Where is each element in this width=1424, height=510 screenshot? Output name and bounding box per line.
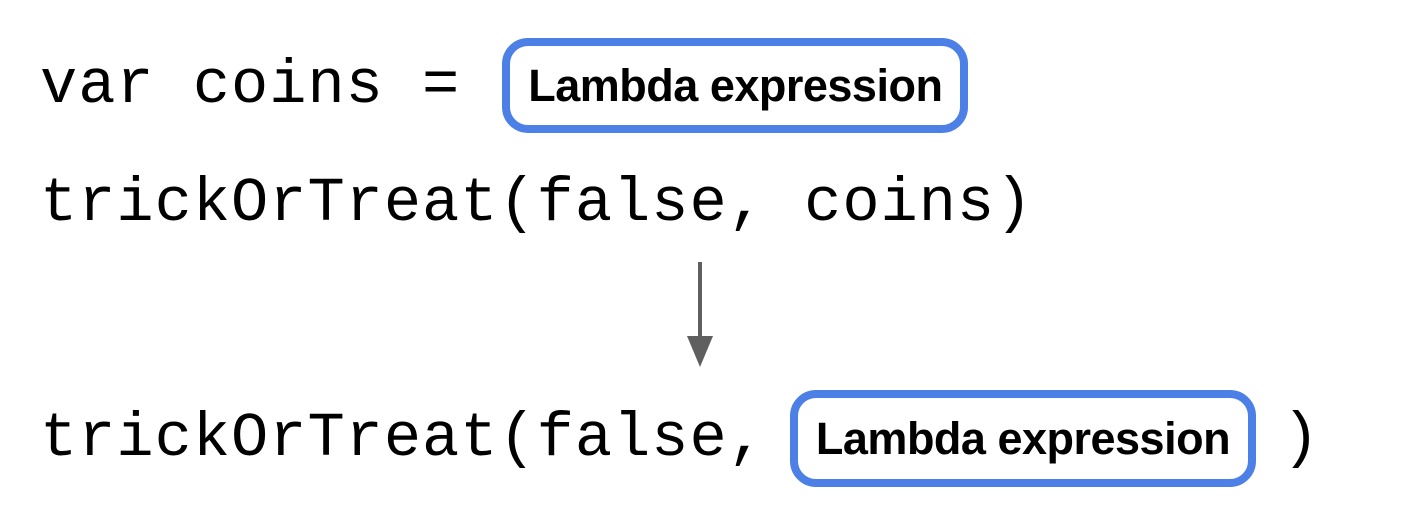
call-line: trickOrTreat(false, coins) [40,172,1033,236]
call-code: trickOrTreat(false, coins) [40,168,1034,239]
lambda-expression-box-assignment: Lambda expression [502,38,969,133]
substituted-code-suffix: ) [1282,402,1321,474]
substituted-call-line: trickOrTreat(false, Lambda expression ) [40,390,1320,487]
down-arrow-icon [685,262,715,368]
assignment-code: var coins = [40,49,461,121]
lambda-expression-label: Lambda expression [528,60,943,111]
lambda-expression-box-argument: Lambda expression [789,390,1257,487]
assignment-line: var coins = Lambda expression [40,38,969,133]
lambda-expression-label: Lambda expression [815,413,1231,464]
substituted-code-prefix: trickOrTreat(false, [40,402,766,474]
